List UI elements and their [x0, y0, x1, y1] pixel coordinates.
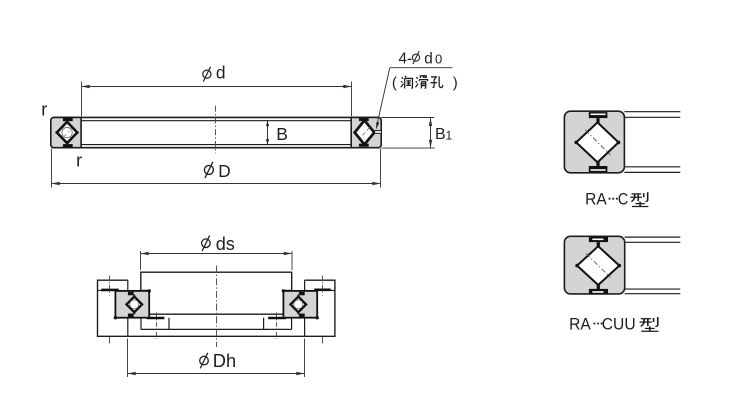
svg-text:(: (	[392, 75, 397, 92]
svg-text:): )	[453, 75, 458, 92]
svg-text:4-: 4-	[399, 50, 413, 67]
svg-text:C: C	[618, 190, 628, 209]
svg-text:Dh: Dh	[213, 350, 236, 371]
svg-text:d: d	[216, 63, 226, 83]
svg-text:D: D	[218, 161, 230, 181]
svg-text:0: 0	[435, 52, 442, 67]
svg-text:CUU: CUU	[602, 314, 636, 333]
svg-text:B: B	[435, 126, 446, 143]
svg-text:ds: ds	[216, 234, 235, 254]
svg-text:RA: RA	[569, 314, 591, 333]
svg-text:r: r	[76, 150, 82, 170]
svg-text:B: B	[276, 124, 288, 144]
svg-text:RA: RA	[585, 190, 607, 209]
svg-text:1: 1	[446, 128, 453, 142]
svg-text:r: r	[41, 99, 47, 119]
svg-text:d: d	[424, 50, 433, 67]
